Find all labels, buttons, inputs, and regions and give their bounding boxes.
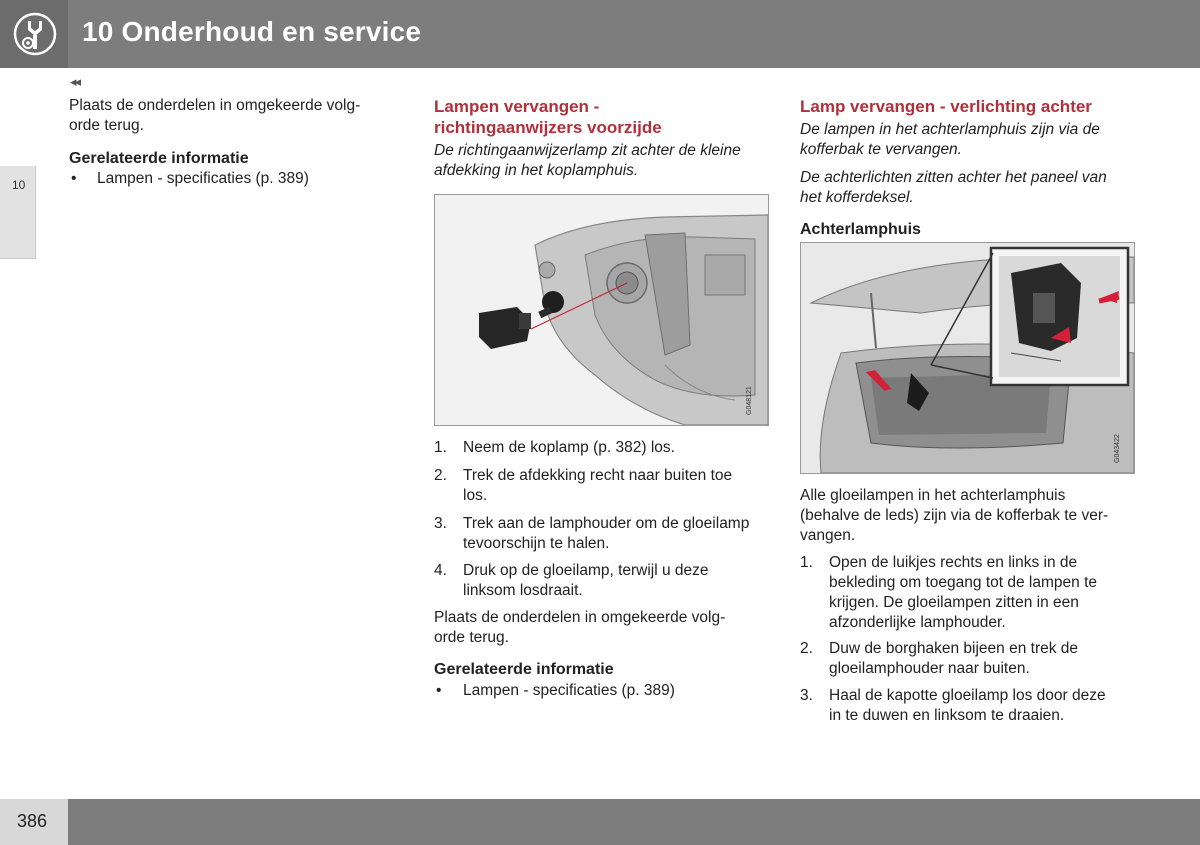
col3-paragraph-line: Alle gloeilampen in het achterlamphuis — [800, 487, 1066, 504]
col2-intro-line: De richtingaanwijzerlamp zit achter de k… — [434, 142, 741, 159]
col1-paragraph-line: Plaats de onderdelen in omgekeerde volg- — [69, 97, 361, 114]
step-number: 1. — [800, 554, 813, 571]
trunk-illustration — [801, 243, 1134, 473]
back-nav-icon[interactable]: ◂◂ — [70, 74, 81, 89]
col2-related-link[interactable]: Lampen - specificaties (p. 389) — [463, 682, 675, 699]
headlamp-figure: G048121 — [434, 194, 769, 426]
col1-paragraph-line: orde terug. — [69, 117, 144, 134]
col3-intro-line: kofferbak te vervangen. — [800, 141, 962, 158]
step-number: 2. — [434, 467, 447, 484]
step-text: gloeilamphouder naar buiten. — [829, 660, 1030, 677]
step-number: 3. — [800, 687, 813, 704]
col3-intro-line: De lampen in het achterlamphuis zijn via… — [800, 121, 1100, 138]
footer-bar — [0, 799, 1200, 845]
headlamp-illustration — [435, 195, 768, 425]
bullet-icon: • — [436, 682, 442, 699]
col3-intro-line: De achterlichten zitten achter het panee… — [800, 169, 1107, 186]
step-number: 1. — [434, 439, 447, 456]
step-text: Trek de afdekking recht naar buiten toe — [463, 467, 733, 484]
chapter-side-tab[interactable] — [0, 166, 36, 259]
page-number: 386 — [17, 811, 48, 831]
chapter-header-bar — [0, 0, 1200, 68]
col2-paragraph-line: orde terug. — [434, 629, 509, 646]
figure-code: G043422 — [1114, 434, 1121, 463]
col3-paragraph-line: vangen. — [800, 527, 856, 544]
step-number: 2. — [800, 640, 813, 657]
step-text: Neem de koplamp (p. 382) los. — [463, 439, 675, 456]
step-text: los. — [463, 487, 488, 504]
step-text: in te duwen en linksom te draaien. — [829, 707, 1065, 724]
chapter-tab-number: 10 — [12, 178, 26, 192]
step-text: Open de luikjes rechts en links in de — [829, 554, 1078, 571]
col3-paragraph-line: (behalve de leds) zijn via de kofferbak … — [800, 507, 1109, 524]
trunk-figure: G043422 — [800, 242, 1135, 474]
col2-heading-line: Lampen vervangen - — [434, 97, 600, 116]
page-number-box — [0, 799, 68, 845]
col1-related-heading: Gerelateerde informatie — [69, 150, 249, 167]
col2-heading-line: richtingaanwijzers voorzijde — [434, 118, 662, 137]
chapter-title: 10 Onderhoud en service — [82, 16, 422, 47]
col2-intro-line: afdekking in het koplamphuis. — [434, 162, 639, 179]
col2-paragraph-line: Plaats de onderdelen in omgekeerde volg- — [434, 609, 726, 626]
step-number: 3. — [434, 515, 447, 532]
bullet-icon: • — [71, 170, 77, 187]
step-text: afzonderlijke lamphouder. — [829, 614, 1006, 631]
step-text: bekleding om toegang tot de lampen te — [829, 574, 1097, 591]
step-text: linksom losdraait. — [463, 582, 583, 599]
col3-heading: Lamp vervangen - verlichting achter — [800, 97, 1092, 116]
step-text: Trek aan de lamphouder om de gloeilamp — [463, 515, 750, 532]
chapter-icon-box — [0, 0, 68, 68]
col3-subheading: Achterlamphuis — [800, 221, 921, 238]
col2-related-heading: Gerelateerde informatie — [434, 661, 614, 678]
col1-related-link[interactable]: Lampen - specificaties (p. 389) — [97, 170, 309, 187]
step-text: Haal de kapotte gloeilamp los door deze — [829, 687, 1106, 704]
step-text: Druk op de gloeilamp, terwijl u deze — [463, 562, 709, 579]
col3-intro-line: het kofferdeksel. — [800, 189, 914, 206]
wrench-gear-icon — [13, 12, 57, 56]
figure-code: G048121 — [746, 386, 753, 415]
step-number: 4. — [434, 562, 447, 579]
step-text: krijgen. De gloeilampen zitten in een — [829, 594, 1079, 611]
step-text: Duw de borghaken bijeen en trek de — [829, 640, 1079, 657]
step-text: tevoorschijn te halen. — [463, 535, 610, 552]
